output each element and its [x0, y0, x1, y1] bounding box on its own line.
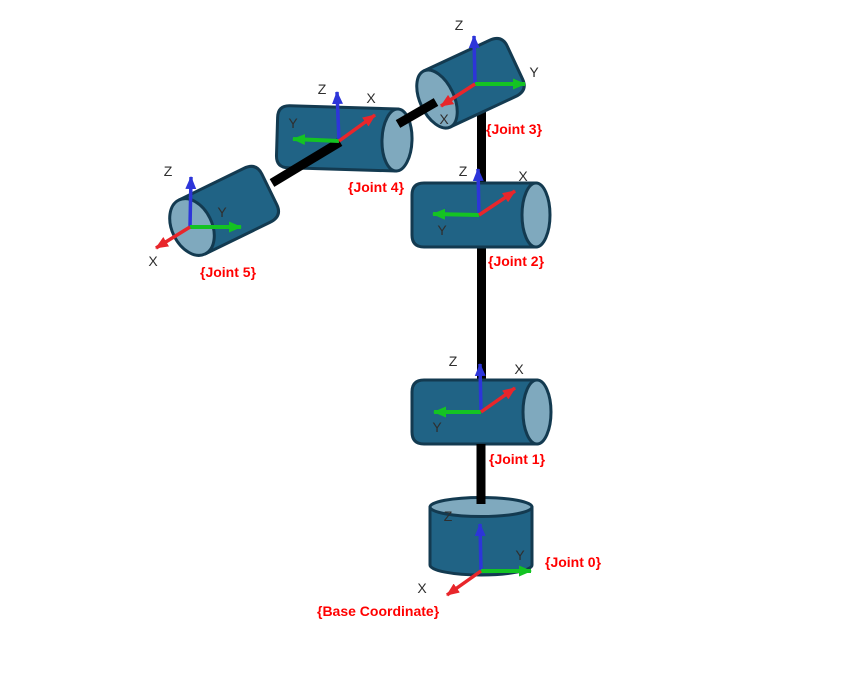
- joint1-z-axis-arrow: [474, 363, 486, 413]
- joint2-label: {Joint 2}: [488, 253, 545, 269]
- joint1-y-axis-label: Y: [432, 419, 442, 435]
- joint4-coordinate-frame: Z X Y: [288, 81, 377, 146]
- base-x-axis-label: X: [417, 580, 427, 596]
- joint4-label: {Joint 4}: [348, 179, 405, 195]
- joint4-y-axis-arrow: [292, 134, 340, 146]
- joint2-x-axis-label: X: [518, 168, 528, 184]
- joint3-label: {Joint 3}: [486, 121, 543, 137]
- joint4-z-axis-arrow: [331, 91, 343, 142]
- base-y-axis-label: Y: [515, 547, 525, 563]
- joint0-label: {Joint 0}: [545, 554, 602, 570]
- joint4-x-axis-label: X: [366, 90, 376, 106]
- joint5-x-axis-arrow: [155, 225, 191, 250]
- joint5-x-axis-label: X: [148, 253, 158, 269]
- joint3-x-axis-label: X: [439, 111, 449, 127]
- joint2-z-axis-arrow: [472, 168, 484, 216]
- joint3-x-axis-arrow: [440, 82, 476, 108]
- joint1-cylinder-end-face: [521, 378, 553, 446]
- joint2-cylinder-end-face: [520, 181, 552, 249]
- joint4-x-axis-arrow: [337, 113, 377, 143]
- joint1-x-axis-label: X: [514, 361, 524, 377]
- joint1-coordinate-frame: Z X Y: [432, 353, 524, 435]
- joint3-y-axis-label: Y: [529, 64, 539, 80]
- joint3-z-axis-arrow: [468, 35, 480, 85]
- joint5-z-axis-label: Z: [164, 163, 173, 179]
- base-coordinate-frame: Z Y X: [417, 508, 532, 597]
- link-joint5-joint4: [269, 138, 343, 187]
- base-z-axis-label: Z: [444, 508, 453, 524]
- joint1-z-axis-label: Z: [449, 353, 458, 369]
- joint5-z-axis-arrow: [185, 176, 197, 228]
- joint3-z-axis-label: Z: [455, 17, 464, 33]
- base-x-axis-arrow: [445, 569, 483, 597]
- joint1-x-axis-arrow: [479, 386, 517, 414]
- joint2-y-axis-arrow: [432, 208, 480, 220]
- joint2-x-axis-arrow: [478, 189, 516, 217]
- joint1-label: {Joint 1}: [489, 451, 546, 467]
- joint2-coordinate-frame: Z X Y: [432, 163, 528, 238]
- joint2-y-axis-label: Y: [437, 222, 447, 238]
- base-coordinate-label: {Base Coordinate}: [317, 603, 440, 619]
- joint3-coordinate-frame: Z Y X: [439, 17, 539, 127]
- joint4-y-axis-label: Y: [288, 115, 298, 131]
- base-z-axis-arrow: [474, 523, 486, 572]
- joint5-coordinate-frame: Z Y X: [148, 163, 242, 269]
- joint4-z-axis-label: Z: [318, 81, 327, 97]
- link-joint4-joint3: [395, 98, 439, 128]
- joint5-y-axis-label: Y: [217, 204, 227, 220]
- joint2-z-axis-label: Z: [459, 163, 468, 179]
- joint5-label: {Joint 5}: [200, 264, 257, 280]
